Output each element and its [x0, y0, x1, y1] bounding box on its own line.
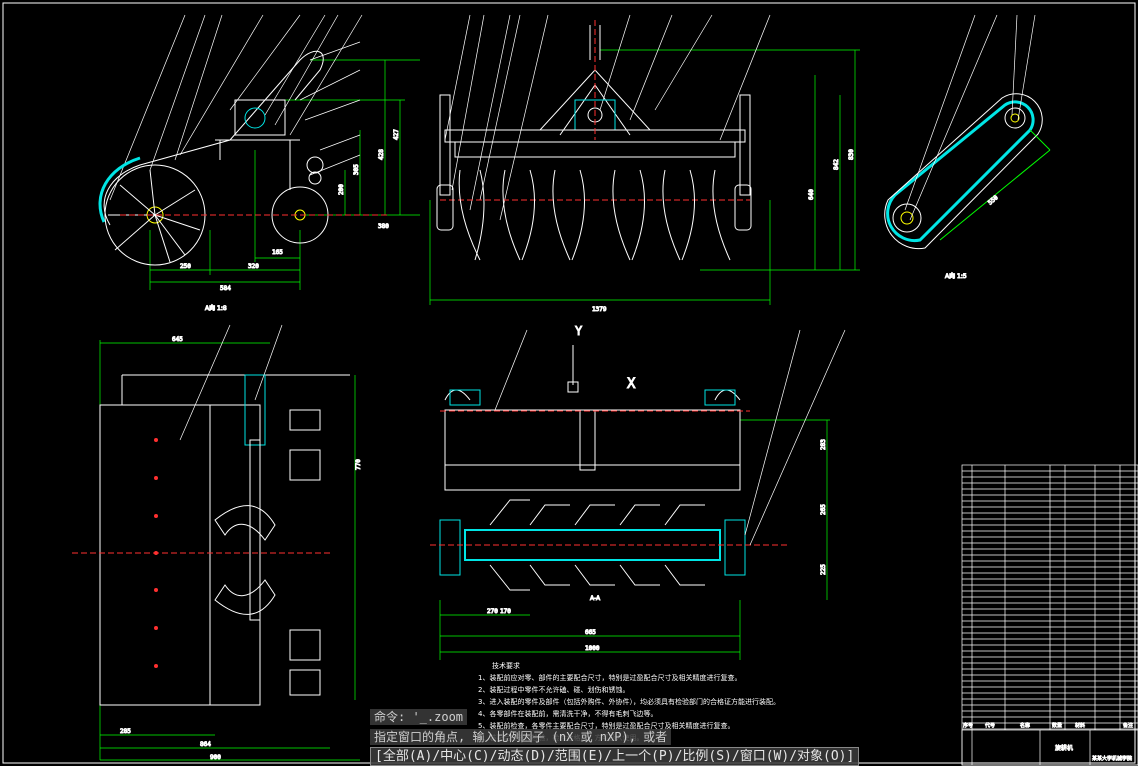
front-view: 1379 640 842 830 — [429, 14, 860, 314]
notes-title: 技术要求 — [492, 662, 520, 670]
dim-770: 770 — [355, 459, 362, 470]
dim-665: 665 — [585, 629, 596, 636]
view-label-chain: A向 1:5 — [945, 272, 967, 280]
parts-list: 旋耕机 某某大学机械学院 序号 代号 名称 数量 材料 备注 — [961, 464, 1138, 766]
option-previous[interactable]: /上一个(P) — [604, 749, 675, 764]
view-label-section: A-A — [590, 595, 601, 602]
dim-305: 305 — [353, 164, 360, 175]
dim-380: 380 — [378, 223, 389, 230]
dim-170: 170 — [500, 608, 511, 615]
option-center[interactable]: /中心(C) — [432, 749, 490, 764]
dim-640: 640 — [808, 189, 815, 200]
dim-1000: 1000 — [585, 645, 600, 652]
option-scale[interactable]: /比例(S) — [674, 749, 732, 764]
dim-550: 550 — [987, 194, 1000, 207]
side-view: 250 320 584 165 427 428 200 305 380 A向 1… — [98, 14, 420, 313]
dim-584: 584 — [220, 285, 231, 292]
dim-225: 225 — [820, 564, 827, 575]
dim-864: 864 — [200, 741, 211, 748]
view-label-a: A向 1:8 — [205, 304, 227, 312]
pl-header-material: 材料 — [1075, 722, 1085, 729]
dim-250: 250 — [180, 263, 191, 270]
dim-265: 265 — [820, 504, 827, 515]
dim-285: 285 — [120, 728, 131, 735]
note-line: 1、装配前应对零、部件的主要配合尺寸，特别是过盈配合尺寸及相关精度进行复查。 — [478, 674, 742, 682]
pl-header-qty: 数量 — [1052, 722, 1062, 729]
note-line: 3、进入装配的零件及部件（包括外购件、外协件），均必须具有检验部门的合格证方能进… — [478, 698, 780, 706]
dim-200: 200 — [338, 184, 345, 195]
command-history-line-1: 命令: '_.zoom — [370, 709, 468, 725]
option-object[interactable]: /对象(O)] — [789, 749, 855, 764]
chain-view: 550 A向 1:5 — [884, 14, 1051, 281]
dim-283: 283 — [820, 439, 827, 450]
pl-header-remark: 备注 — [1123, 722, 1133, 729]
note-line: 2、装配过程中零件不允许磕、碰、划伤和锈蚀。 — [478, 686, 630, 694]
option-dynamic[interactable]: /动态(D) — [489, 749, 547, 764]
option-window[interactable]: /窗口(W) — [731, 749, 790, 764]
top-section-view: Y X 283 265 225 270 170 665 1000 A-A — [430, 324, 846, 660]
dim-165: 165 — [272, 249, 283, 256]
pl-header-code: 代号 — [985, 722, 995, 729]
dim-320: 320 — [248, 263, 259, 270]
command-history-line-2: 指定窗口的角点, 输入比例因子 (nX 或 nXP), 或者 — [370, 729, 672, 745]
dim-428: 428 — [378, 149, 385, 160]
note-line: 4、各零部件在装配前，需清洗干净，不得有毛刺飞边等。 — [478, 710, 658, 718]
dim-645: 645 — [172, 336, 183, 343]
dim-427: 427 — [393, 129, 400, 140]
note-line: 5、装配前检查，各零件主要配合尺寸，特别是过盈配合尺寸及相关精度进行复查。 — [478, 722, 735, 730]
option-extents[interactable]: /范围(E) — [546, 749, 605, 764]
axis-label-y: Y — [575, 324, 583, 338]
dim-842: 842 — [833, 159, 840, 170]
dim-270: 270 — [487, 608, 498, 615]
title-block-school: 某某大学机械学院 — [1092, 755, 1132, 762]
axis-label-x: X — [627, 376, 636, 392]
pl-header-no: 序号 — [963, 722, 973, 729]
title-block-name: 旋耕机 — [1055, 744, 1073, 752]
command-prompt-options[interactable]: [全部(A)/中心(C)/动态(D)/范围(E)/上一个(P)/比例(S)/窗口… — [370, 747, 860, 766]
dim-1379: 1379 — [592, 306, 607, 313]
dim-900: 900 — [210, 754, 221, 761]
dim-830: 830 — [848, 149, 855, 160]
left-section-view: 645 770 285 864 900 — [72, 324, 363, 762]
option-all[interactable]: [全部(A) — [375, 749, 433, 764]
pl-header-name: 名称 — [1020, 722, 1030, 729]
